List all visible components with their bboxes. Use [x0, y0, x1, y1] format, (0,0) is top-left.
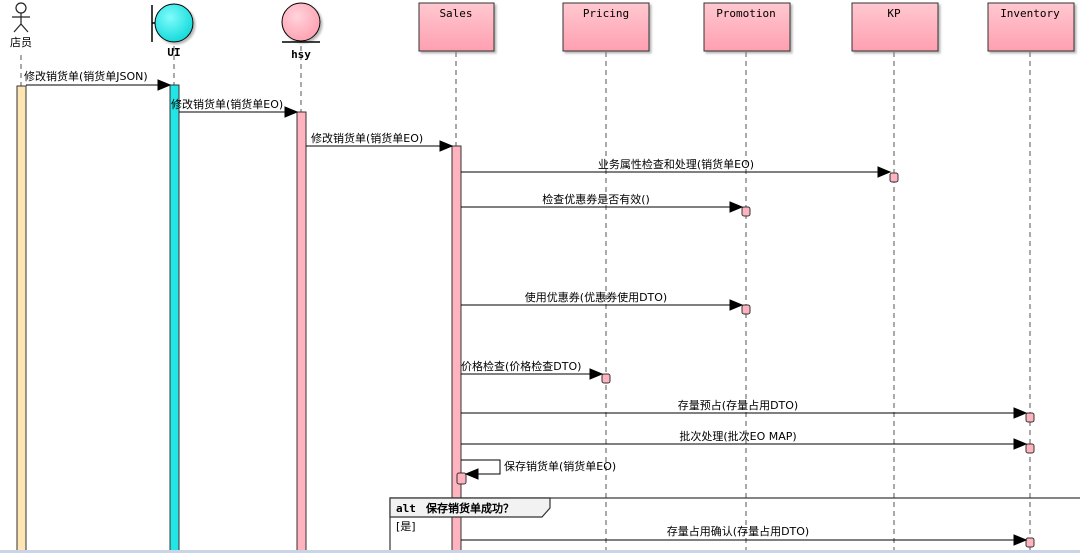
message-9-label: 保存销货单(销货单EO) [504, 459, 616, 473]
message-1-label: 修改销货单(销货单EO) [171, 97, 283, 111]
activation-pricing-1 [601, 373, 611, 384]
lifeline-inventory-head[interactable]: Inventory [987, 2, 1075, 52]
message-6-label: 价格检查(价格检查DTO) [461, 359, 581, 373]
message-3-arrowhead-icon [877, 166, 892, 178]
lifeline-kp-label: KP [887, 7, 901, 20]
activation-inventory-2 [1025, 443, 1035, 454]
message-1-arrowhead-icon [284, 106, 299, 118]
message-0-arrowhead-icon [157, 79, 172, 91]
activation-bars [16, 84, 1035, 553]
message-9-arrowhead-icon [464, 468, 479, 480]
message-9-line [461, 459, 501, 475]
message-2-arrowhead-icon [439, 140, 454, 152]
alt-operator: alt [396, 502, 416, 515]
lifeline-ui-label: UI [167, 46, 180, 59]
boundary-circle-icon [154, 3, 194, 43]
activation-inventory-1 [1025, 412, 1035, 423]
actor-head-icon [15, 2, 27, 14]
alt-condition: 保存销货单成功？ [425, 501, 514, 515]
alt-guard: [是] [396, 520, 416, 533]
lifeline-pricing-head[interactable]: Pricing [562, 2, 650, 52]
actor-label: 店员 [10, 35, 32, 49]
message-0-label: 修改销货单(销货单JSON) [24, 69, 148, 83]
lifeline-ui-head[interactable] [151, 3, 194, 43]
lifeline-pricing-label: Pricing [583, 7, 629, 20]
activation-hsy [296, 111, 307, 553]
message-3-label: 业务属性检查和处理(销货单EO) [598, 157, 754, 171]
lifeline-hsy-head[interactable] [281, 2, 321, 43]
activation-kp-1 [889, 172, 899, 183]
activation-promotion-1 [741, 206, 751, 217]
alt-fragment-frame [389, 497, 1080, 553]
message-8-label: 批次处理(批次EO MAP) [679, 429, 796, 443]
activation-sales [451, 145, 462, 553]
message-7-arrowhead-icon [1013, 407, 1028, 419]
activation-inventory-3 [1025, 537, 1035, 548]
message-6-arrowhead-icon [589, 368, 604, 380]
lifeline-hsy-label: hsy [291, 48, 311, 61]
lifeline-sales-label: Sales [439, 7, 472, 20]
message-5-label: 使用优惠券(优惠券使用DTO) [525, 290, 667, 304]
message-10-label: 存量占用确认(存量占用DTO) [667, 524, 809, 538]
messages [26, 79, 1028, 546]
message-5-arrowhead-icon [729, 299, 744, 311]
message-4-arrowhead-icon [729, 201, 744, 213]
window-bottom-border [0, 550, 1080, 553]
activation-actor [16, 85, 27, 553]
alt-fragment: alt 保存销货单成功？ [是] [389, 497, 1080, 553]
lifeline-inventory-label: Inventory [1000, 7, 1060, 20]
message-labels: 修改销货单(销货单JSON) 修改销货单(销货单EO) 修改销货单(销货单EO)… [24, 69, 809, 538]
message-7-label: 存量预占(存量占用DTO) [678, 398, 798, 412]
entity-circle-icon [281, 2, 321, 42]
activation-sales-self [456, 472, 467, 485]
activation-ui [169, 84, 180, 553]
lifeline-sales-head[interactable]: Sales [418, 2, 495, 52]
message-10-arrowhead-icon [1013, 534, 1028, 546]
message-8-arrowhead-icon [1013, 438, 1028, 450]
message-4-label: 检查优惠券是否有效() [542, 192, 650, 206]
message-2-label: 修改销货单(销货单EO) [311, 131, 423, 145]
activation-promotion-2 [741, 304, 751, 315]
alt-fragment-tab [389, 497, 551, 518]
actor-clerk[interactable] [12, 2, 30, 33]
lifeline-promotion-head[interactable]: Promotion [703, 2, 791, 52]
lifeline-kp-head[interactable]: KP [851, 2, 939, 52]
lifeline-promotion-label: Promotion [716, 7, 776, 20]
